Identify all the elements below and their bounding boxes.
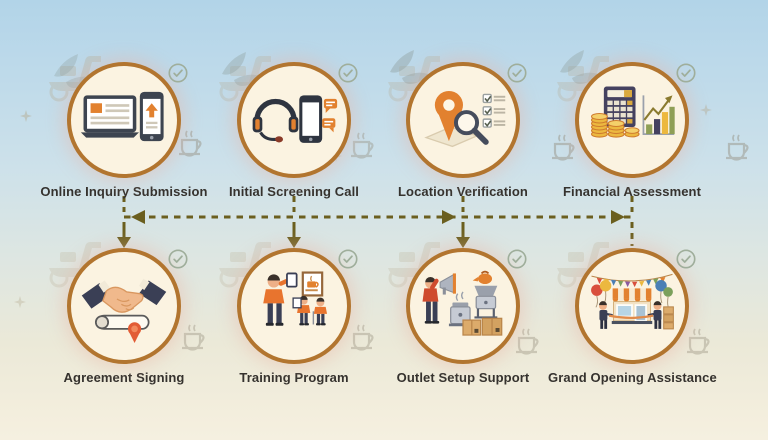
arrow-down-icon [117, 237, 131, 248]
laptop-phone-upload-icon [80, 91, 164, 142]
step-label: Online Inquiry Submission [40, 184, 208, 199]
step-circle [406, 248, 527, 364]
step-outlet-setup-support: Outlet Setup Support [379, 248, 547, 385]
handshake-contract-scroll-icon [81, 278, 167, 343]
step-label: Initial Screening Call [228, 184, 360, 199]
arrow-right-icon [611, 210, 625, 224]
step-circle [237, 62, 358, 178]
check-circle-icon [676, 249, 696, 269]
trainer-with-trainees-icon [263, 271, 327, 326]
headset-phone-chat-icon [252, 95, 338, 143]
step-circle [575, 248, 696, 364]
check-circle-icon [507, 249, 527, 269]
check-circle-icon [338, 63, 358, 83]
step-circle [67, 248, 188, 364]
check-circle-icon [338, 249, 358, 269]
check-circle-icon [507, 63, 527, 83]
check-circle-icon [168, 63, 188, 83]
step-label: Training Program [239, 370, 349, 385]
check-circle-icon [676, 63, 696, 83]
step-financial-assessment: Financial Assessment [548, 62, 716, 199]
arrow-left-icon [131, 210, 145, 224]
calculator-coins-growth-chart-icon [590, 86, 675, 138]
step-label: Agreement Signing [63, 370, 185, 385]
map-pin-magnifier-checklist-icon [424, 90, 506, 148]
step-circle [67, 62, 188, 178]
step-location-verification: Location Verification [379, 62, 547, 199]
arrow-down-icon [456, 237, 470, 248]
step-circle [406, 62, 527, 178]
step-agreement-signing: Agreement Signing [40, 248, 208, 385]
step-circle [237, 248, 358, 364]
step-circle [575, 62, 696, 178]
step-online-inquiry-submission: Online Inquiry Submission [40, 62, 208, 199]
step-grand-opening-assistance: Grand Opening Assistance [548, 248, 717, 385]
check-circle-icon [168, 249, 188, 269]
step-label: Location Verification [398, 184, 528, 199]
storefront-ribbon-cutting-icon [591, 273, 674, 330]
step-initial-screening-call: Initial Screening Call [210, 62, 378, 199]
megaphone-equipment-boxes-icon [422, 270, 503, 336]
arrow-down-icon [287, 237, 301, 248]
arrow-right-icon [442, 210, 456, 224]
step-label: Grand Opening Assistance [548, 370, 717, 385]
step-label: Financial Assessment [562, 184, 702, 199]
step-training-program: Training Program [210, 248, 378, 385]
step-label: Outlet Setup Support [396, 370, 530, 385]
